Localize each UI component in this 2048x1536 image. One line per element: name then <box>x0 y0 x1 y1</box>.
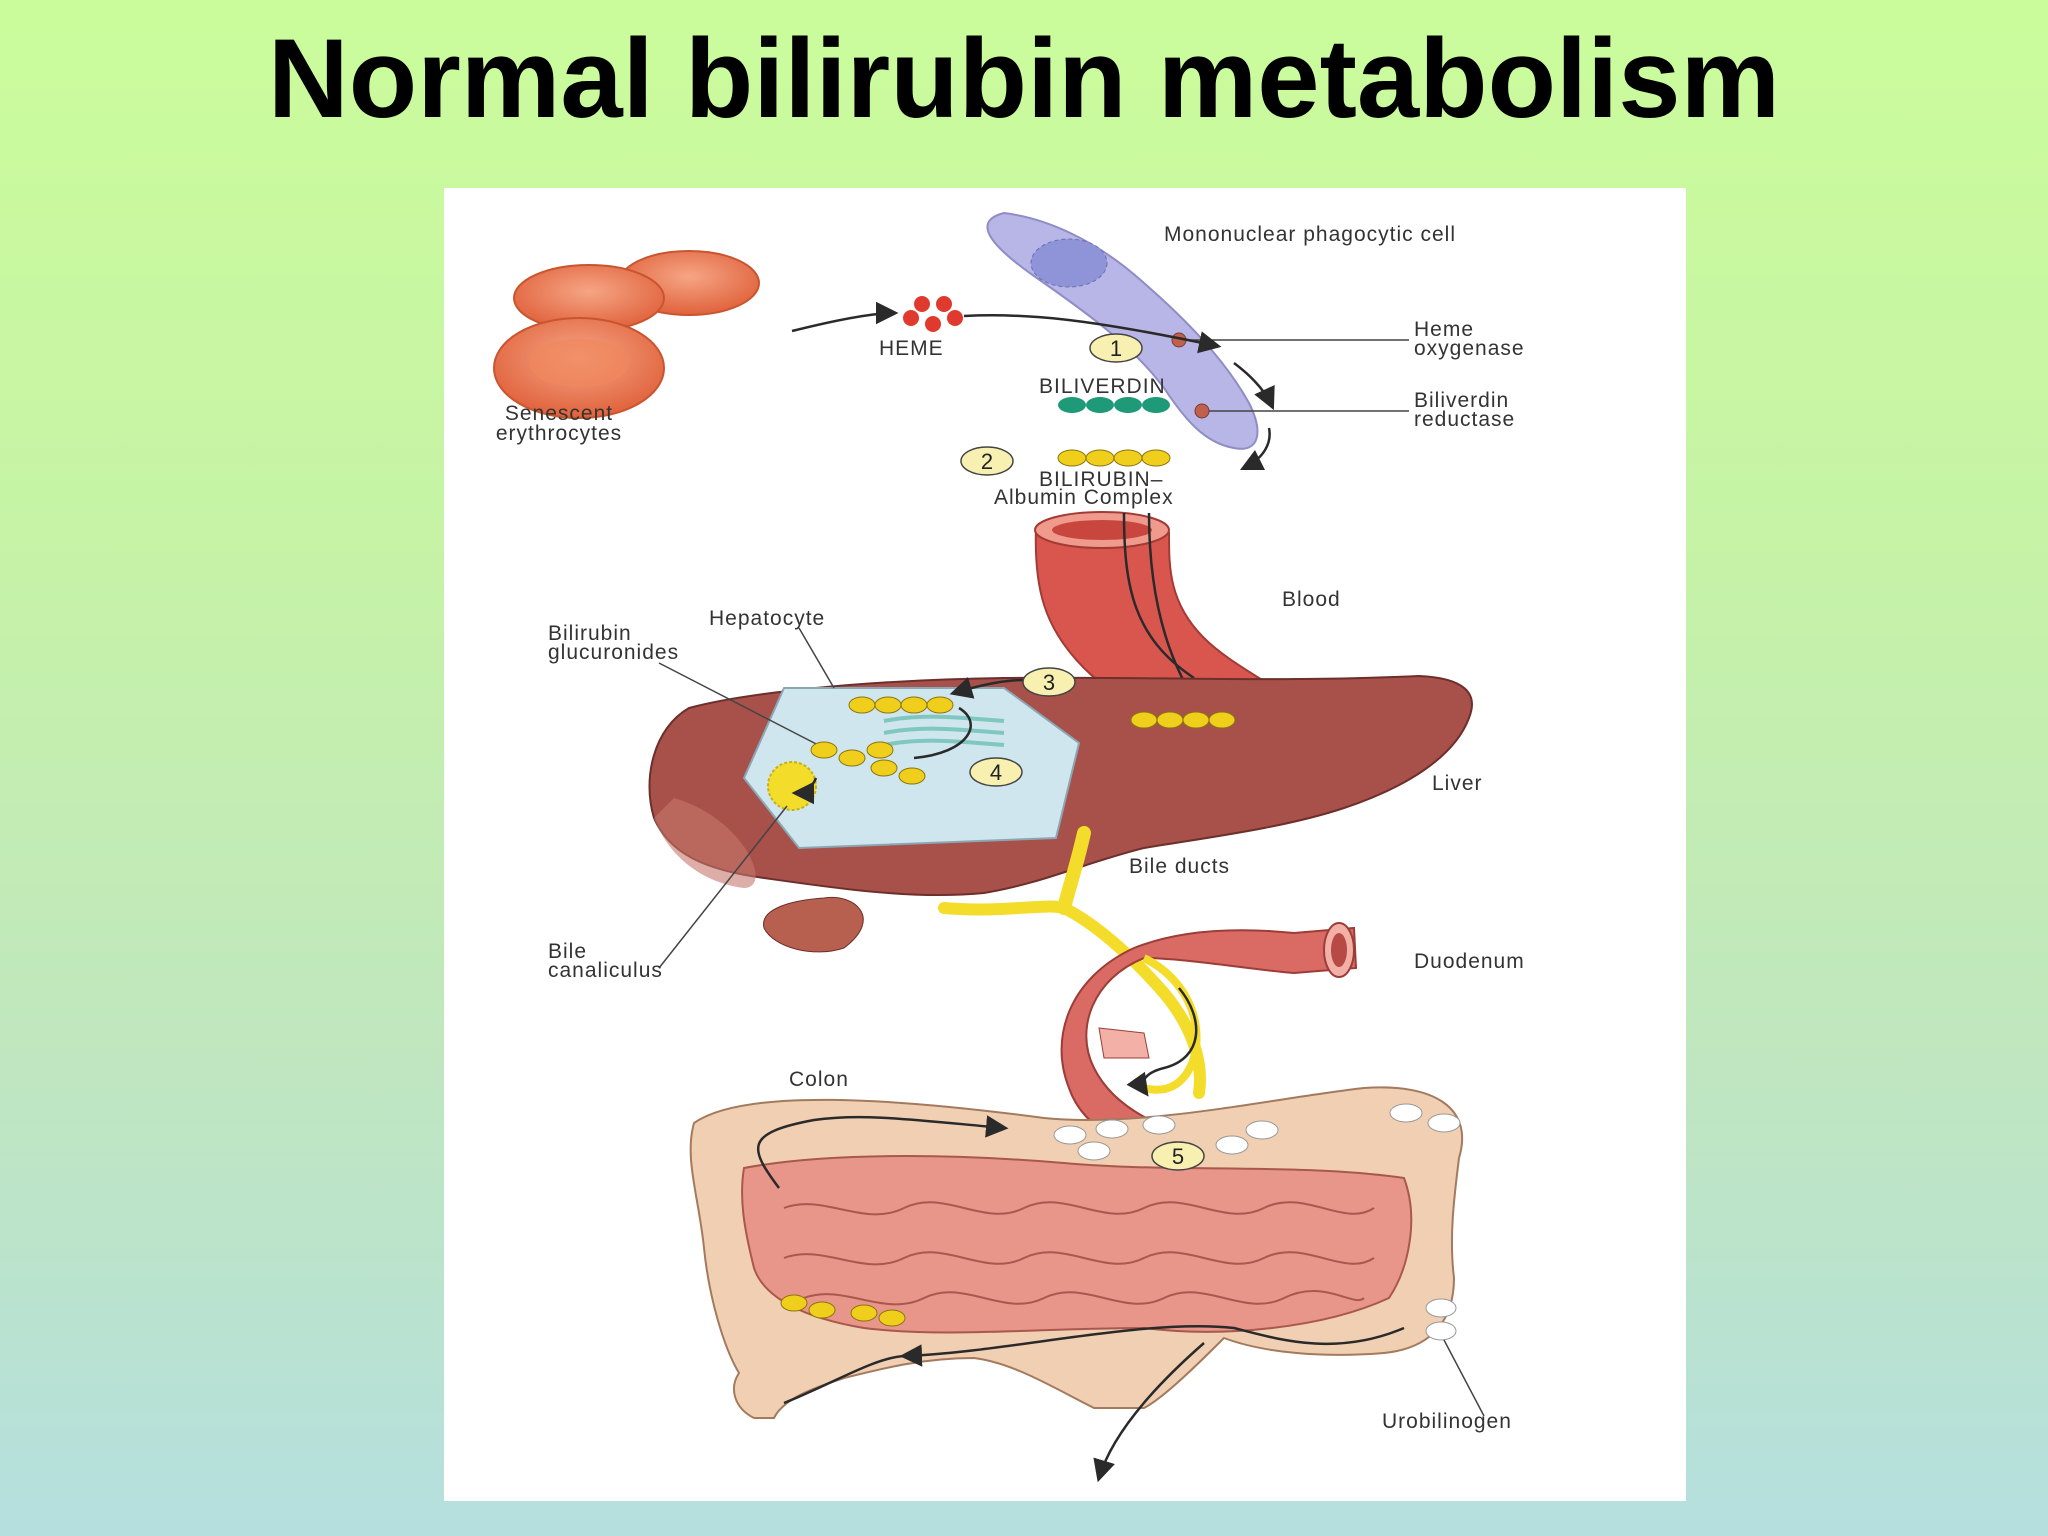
biliverdin-reductase-label-1: Biliverdin <box>1414 389 1509 412</box>
duodenum-label: Duodenum <box>1414 950 1525 973</box>
bilirubin-glucuronide-molecules <box>810 741 926 785</box>
step-5-badge: 5 <box>1151 1141 1205 1171</box>
heme-oxygenase-label-1: Heme <box>1414 318 1474 341</box>
bile-canaliculus-label-2: canaliculus <box>548 959 663 982</box>
bilirubin-glucuronides-label-2: glucuronides <box>548 641 679 664</box>
bile-ducts <box>938 826 1206 1099</box>
bilirubin-albumin-label-2: Albumin Complex <box>994 486 1174 509</box>
svg-text:1: 1 <box>1110 336 1122 361</box>
step-3-badge: 3 <box>1022 667 1076 697</box>
mononuclear-cell-label: Mononuclear phagocytic cell <box>1164 223 1456 246</box>
heme-molecules <box>903 296 963 332</box>
bilirubin-albumin-label-1: BILIRUBIN– <box>1039 468 1163 491</box>
step-4-badge: 4 <box>969 757 1023 787</box>
senescent-erythrocytes <box>493 250 760 419</box>
step-2-badge: 2 <box>960 446 1014 476</box>
biliverdin-reductase-label-2: reductase <box>1414 408 1515 431</box>
bilirubin-metabolism-figure: Senescent erythrocytes Mononuclear phago… <box>444 188 1686 1501</box>
biliverdin-molecules <box>1058 397 1170 413</box>
heme-oxygenase-label-2: oxygenase <box>1414 337 1525 360</box>
bilirubin-molecules-blood <box>1057 449 1171 467</box>
bilirubin-glucuronides-label-1: Bilirubin <box>548 622 632 645</box>
diagram-svg: Senescent erythrocytes Mononuclear phago… <box>493 211 1525 1483</box>
bilirubin-molecules-hepatocyte <box>848 696 954 714</box>
svg-text:3: 3 <box>1043 670 1055 695</box>
heme-label: HEME <box>879 337 944 360</box>
slide-title: Normal bilirubin metabolism <box>267 16 1781 141</box>
liver-label: Liver <box>1432 772 1483 795</box>
urobilinogen-label: Urobilinogen <box>1382 1410 1512 1433</box>
duodenum <box>1060 922 1358 1164</box>
senescent-label-2: erythrocytes <box>496 422 622 445</box>
svg-text:2: 2 <box>981 449 993 474</box>
biliverdin-reductase-enzyme <box>1194 403 1210 419</box>
mononuclear-phagocytic-cell <box>986 211 1259 450</box>
blood-label: Blood <box>1282 588 1341 611</box>
bile-canaliculus-label-1: Bile <box>548 940 587 963</box>
urobilinogen-molecules-colon <box>1053 1103 1461 1161</box>
biliverdin-label: BILIVERDIN <box>1039 375 1166 398</box>
colon-label: Colon <box>789 1068 849 1091</box>
hepatocyte-label: Hepatocyte <box>709 607 825 630</box>
senescent-label-1: Senescent <box>505 402 613 425</box>
bile-canaliculus <box>767 761 818 811</box>
bilirubin-molecules-liver <box>1130 711 1236 729</box>
small-intestine <box>741 1155 1413 1334</box>
svg-text:4: 4 <box>990 760 1002 785</box>
urobilinogen-molecules-descending <box>1425 1298 1457 1341</box>
step-1-badge: 1 <box>1089 333 1143 363</box>
bile-ducts-label: Bile ducts <box>1129 855 1230 878</box>
bilirubin-molecules-colon <box>780 1294 906 1327</box>
svg-text:5: 5 <box>1172 1144 1184 1169</box>
